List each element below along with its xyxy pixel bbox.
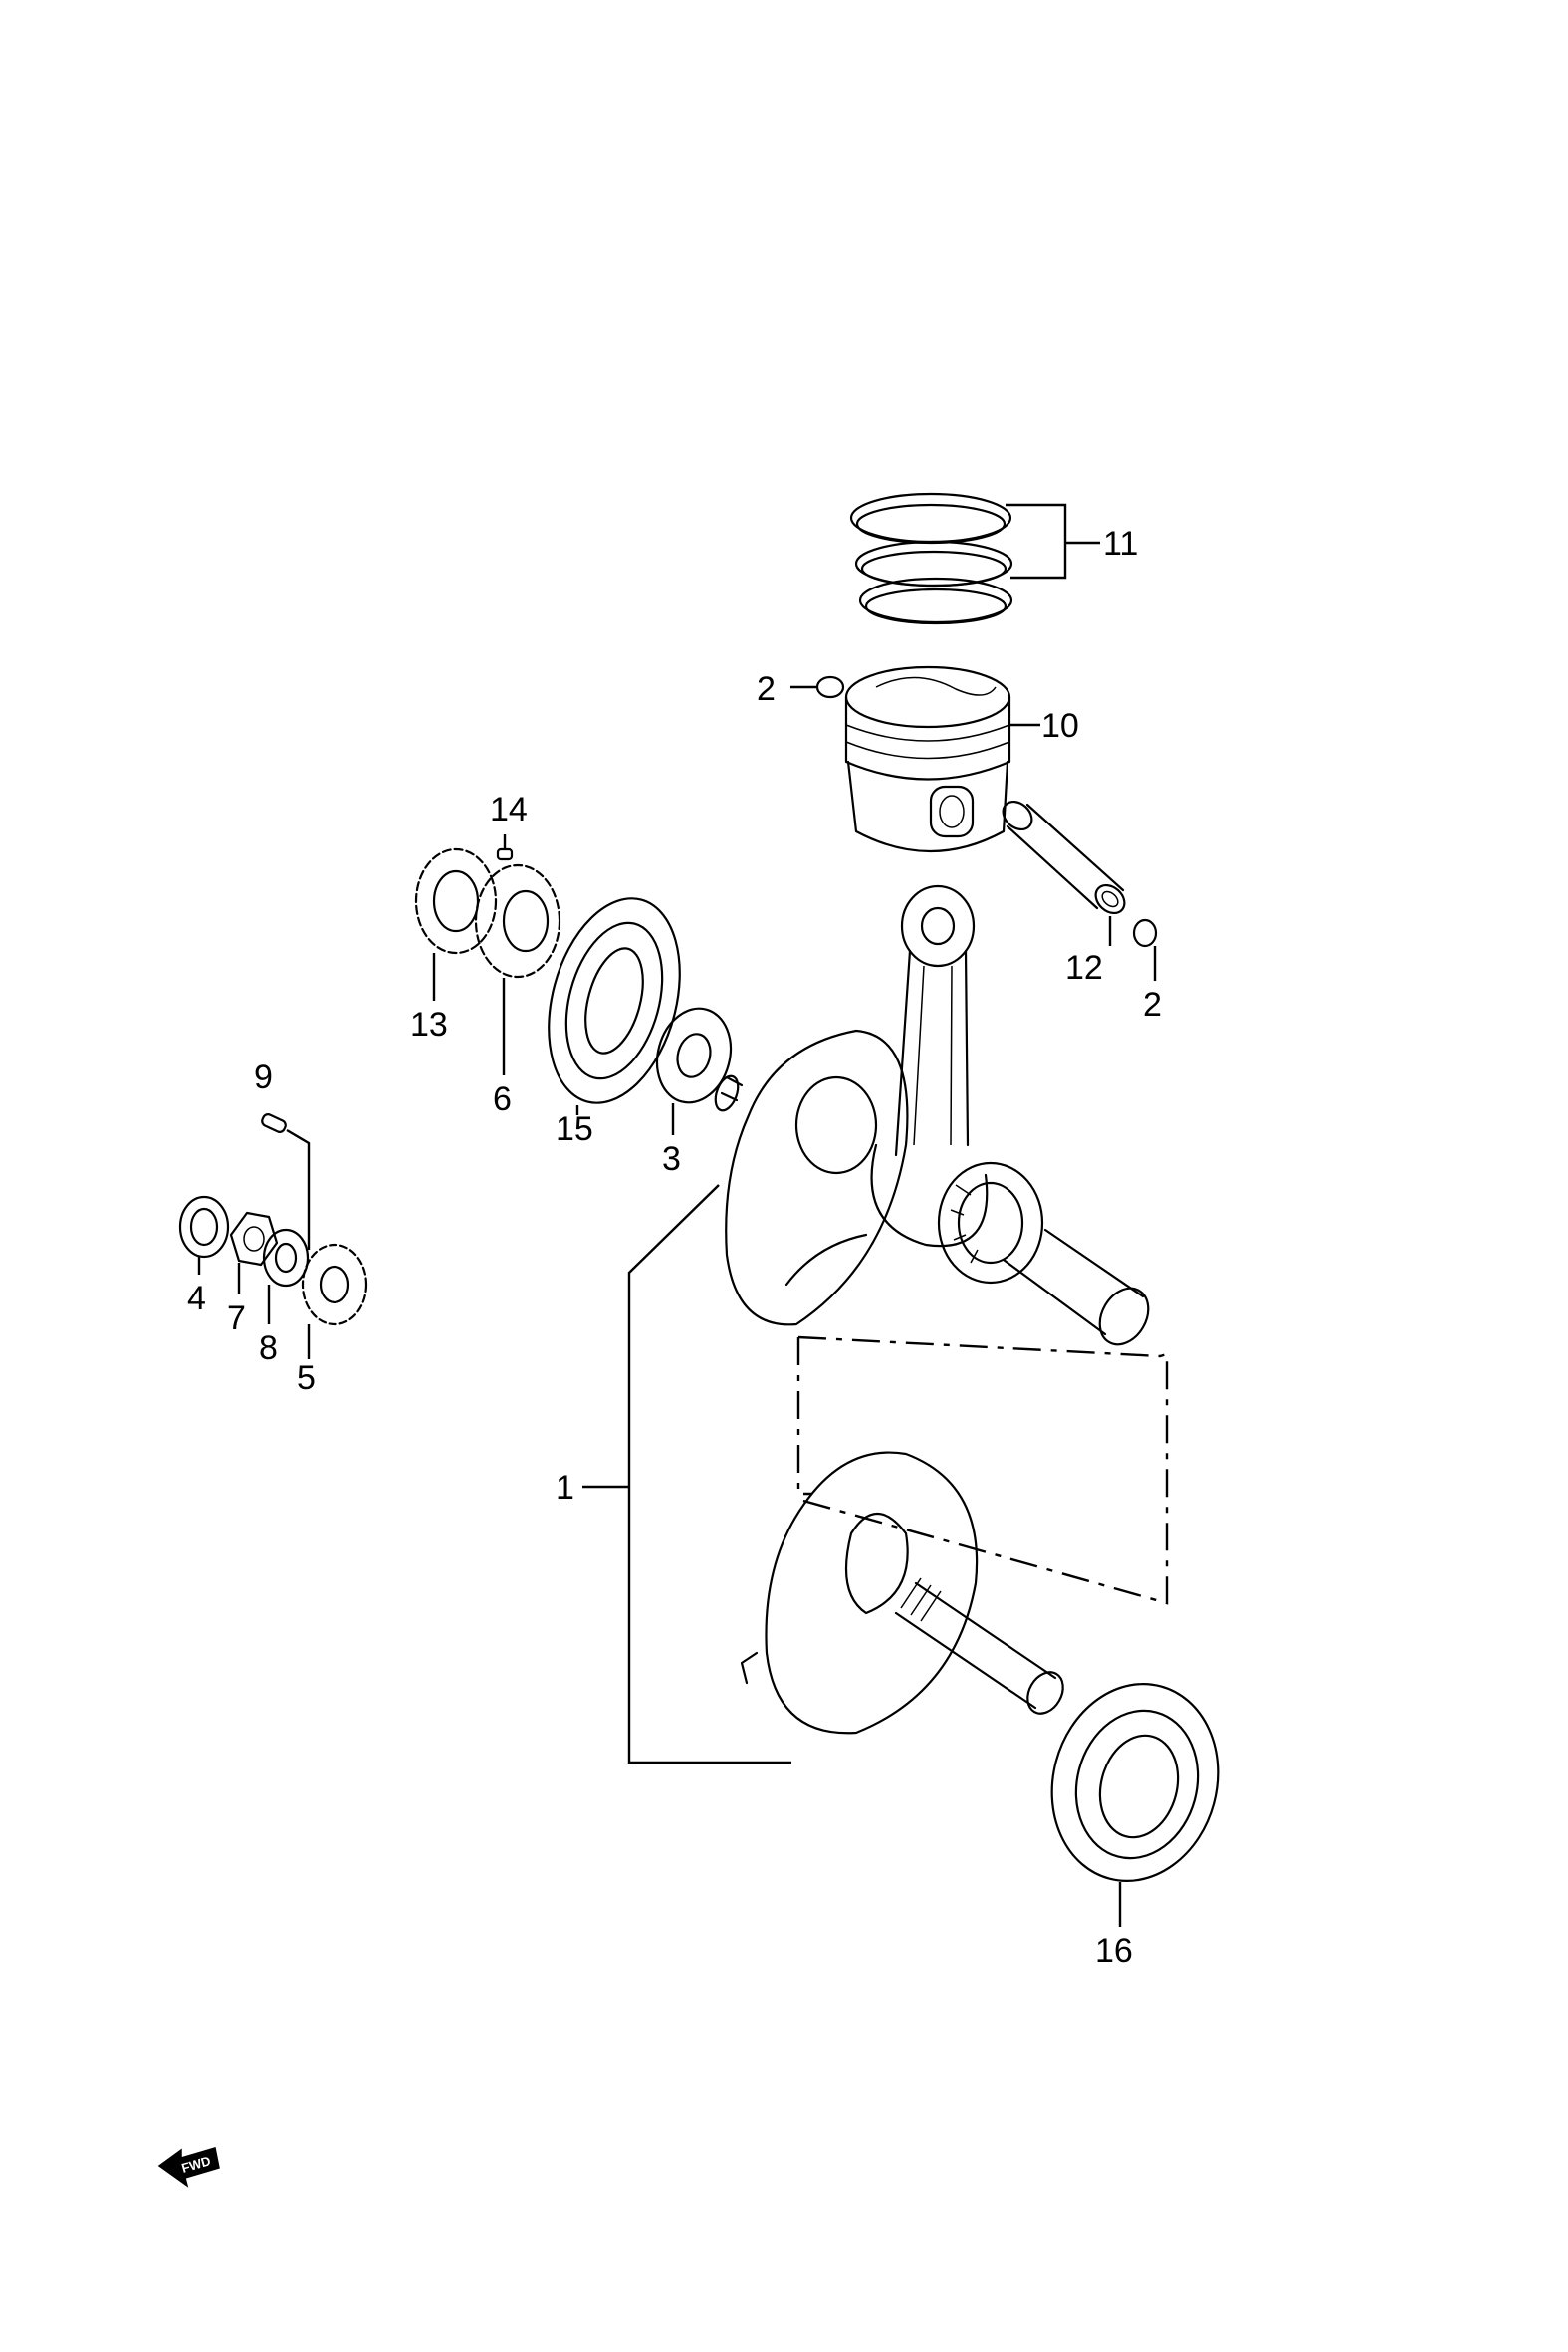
callout-2-top: 2 [757, 670, 776, 708]
callout-10: 10 [1041, 707, 1079, 745]
piston-pin [1002, 800, 1126, 915]
woodruff-key-14 [496, 847, 514, 861]
nut-7 [229, 1211, 279, 1267]
oil-seal-4 [178, 1195, 230, 1259]
callout-15: 15 [556, 1110, 593, 1148]
callout-6: 6 [493, 1080, 512, 1118]
callout-14: 14 [490, 791, 528, 828]
callout-11: 11 [1103, 525, 1138, 563]
callout-16: 16 [1095, 1932, 1133, 1970]
callout-1: 1 [556, 1469, 574, 1507]
big-end-bearing [937, 1161, 1044, 1285]
callout-13: 13 [410, 1006, 448, 1044]
upper-crank-web [714, 1029, 909, 1326]
gear-5 [301, 1243, 368, 1326]
callout-8: 8 [259, 1329, 278, 1367]
piston-rings [849, 492, 1013, 625]
fwd-arrow-icon: FWD [157, 2147, 220, 2188]
crank-gear-6 [474, 863, 561, 979]
callout-5: 5 [297, 1359, 316, 1397]
crankshaft-main-shaft [894, 1577, 1064, 1715]
callout-labels: 1 2 2 3 4 5 6 7 8 9 10 11 12 13 14 15 16 [187, 525, 1162, 1970]
crank-pin [1002, 1228, 1150, 1346]
thrust-washer [655, 1007, 733, 1104]
key-9 [261, 1113, 287, 1133]
piston-pin-circlips [815, 675, 1158, 948]
right-main-bearing [1050, 1683, 1220, 1882]
connecting-rod [870, 884, 989, 1248]
piston [844, 665, 1011, 852]
callout-3: 3 [662, 1140, 681, 1178]
leader-lines [197, 503, 1169, 1927]
callout-9: 9 [254, 1058, 273, 1096]
callout-2-right: 2 [1143, 986, 1162, 1024]
primary-drive-gear [414, 847, 498, 955]
washer-8 [262, 1228, 310, 1288]
callout-7: 7 [227, 1299, 246, 1337]
lower-crank-web [740, 1451, 979, 1735]
left-main-bearing [548, 897, 681, 1104]
callout-4: 4 [187, 1280, 206, 1317]
callout-12: 12 [1065, 949, 1103, 987]
